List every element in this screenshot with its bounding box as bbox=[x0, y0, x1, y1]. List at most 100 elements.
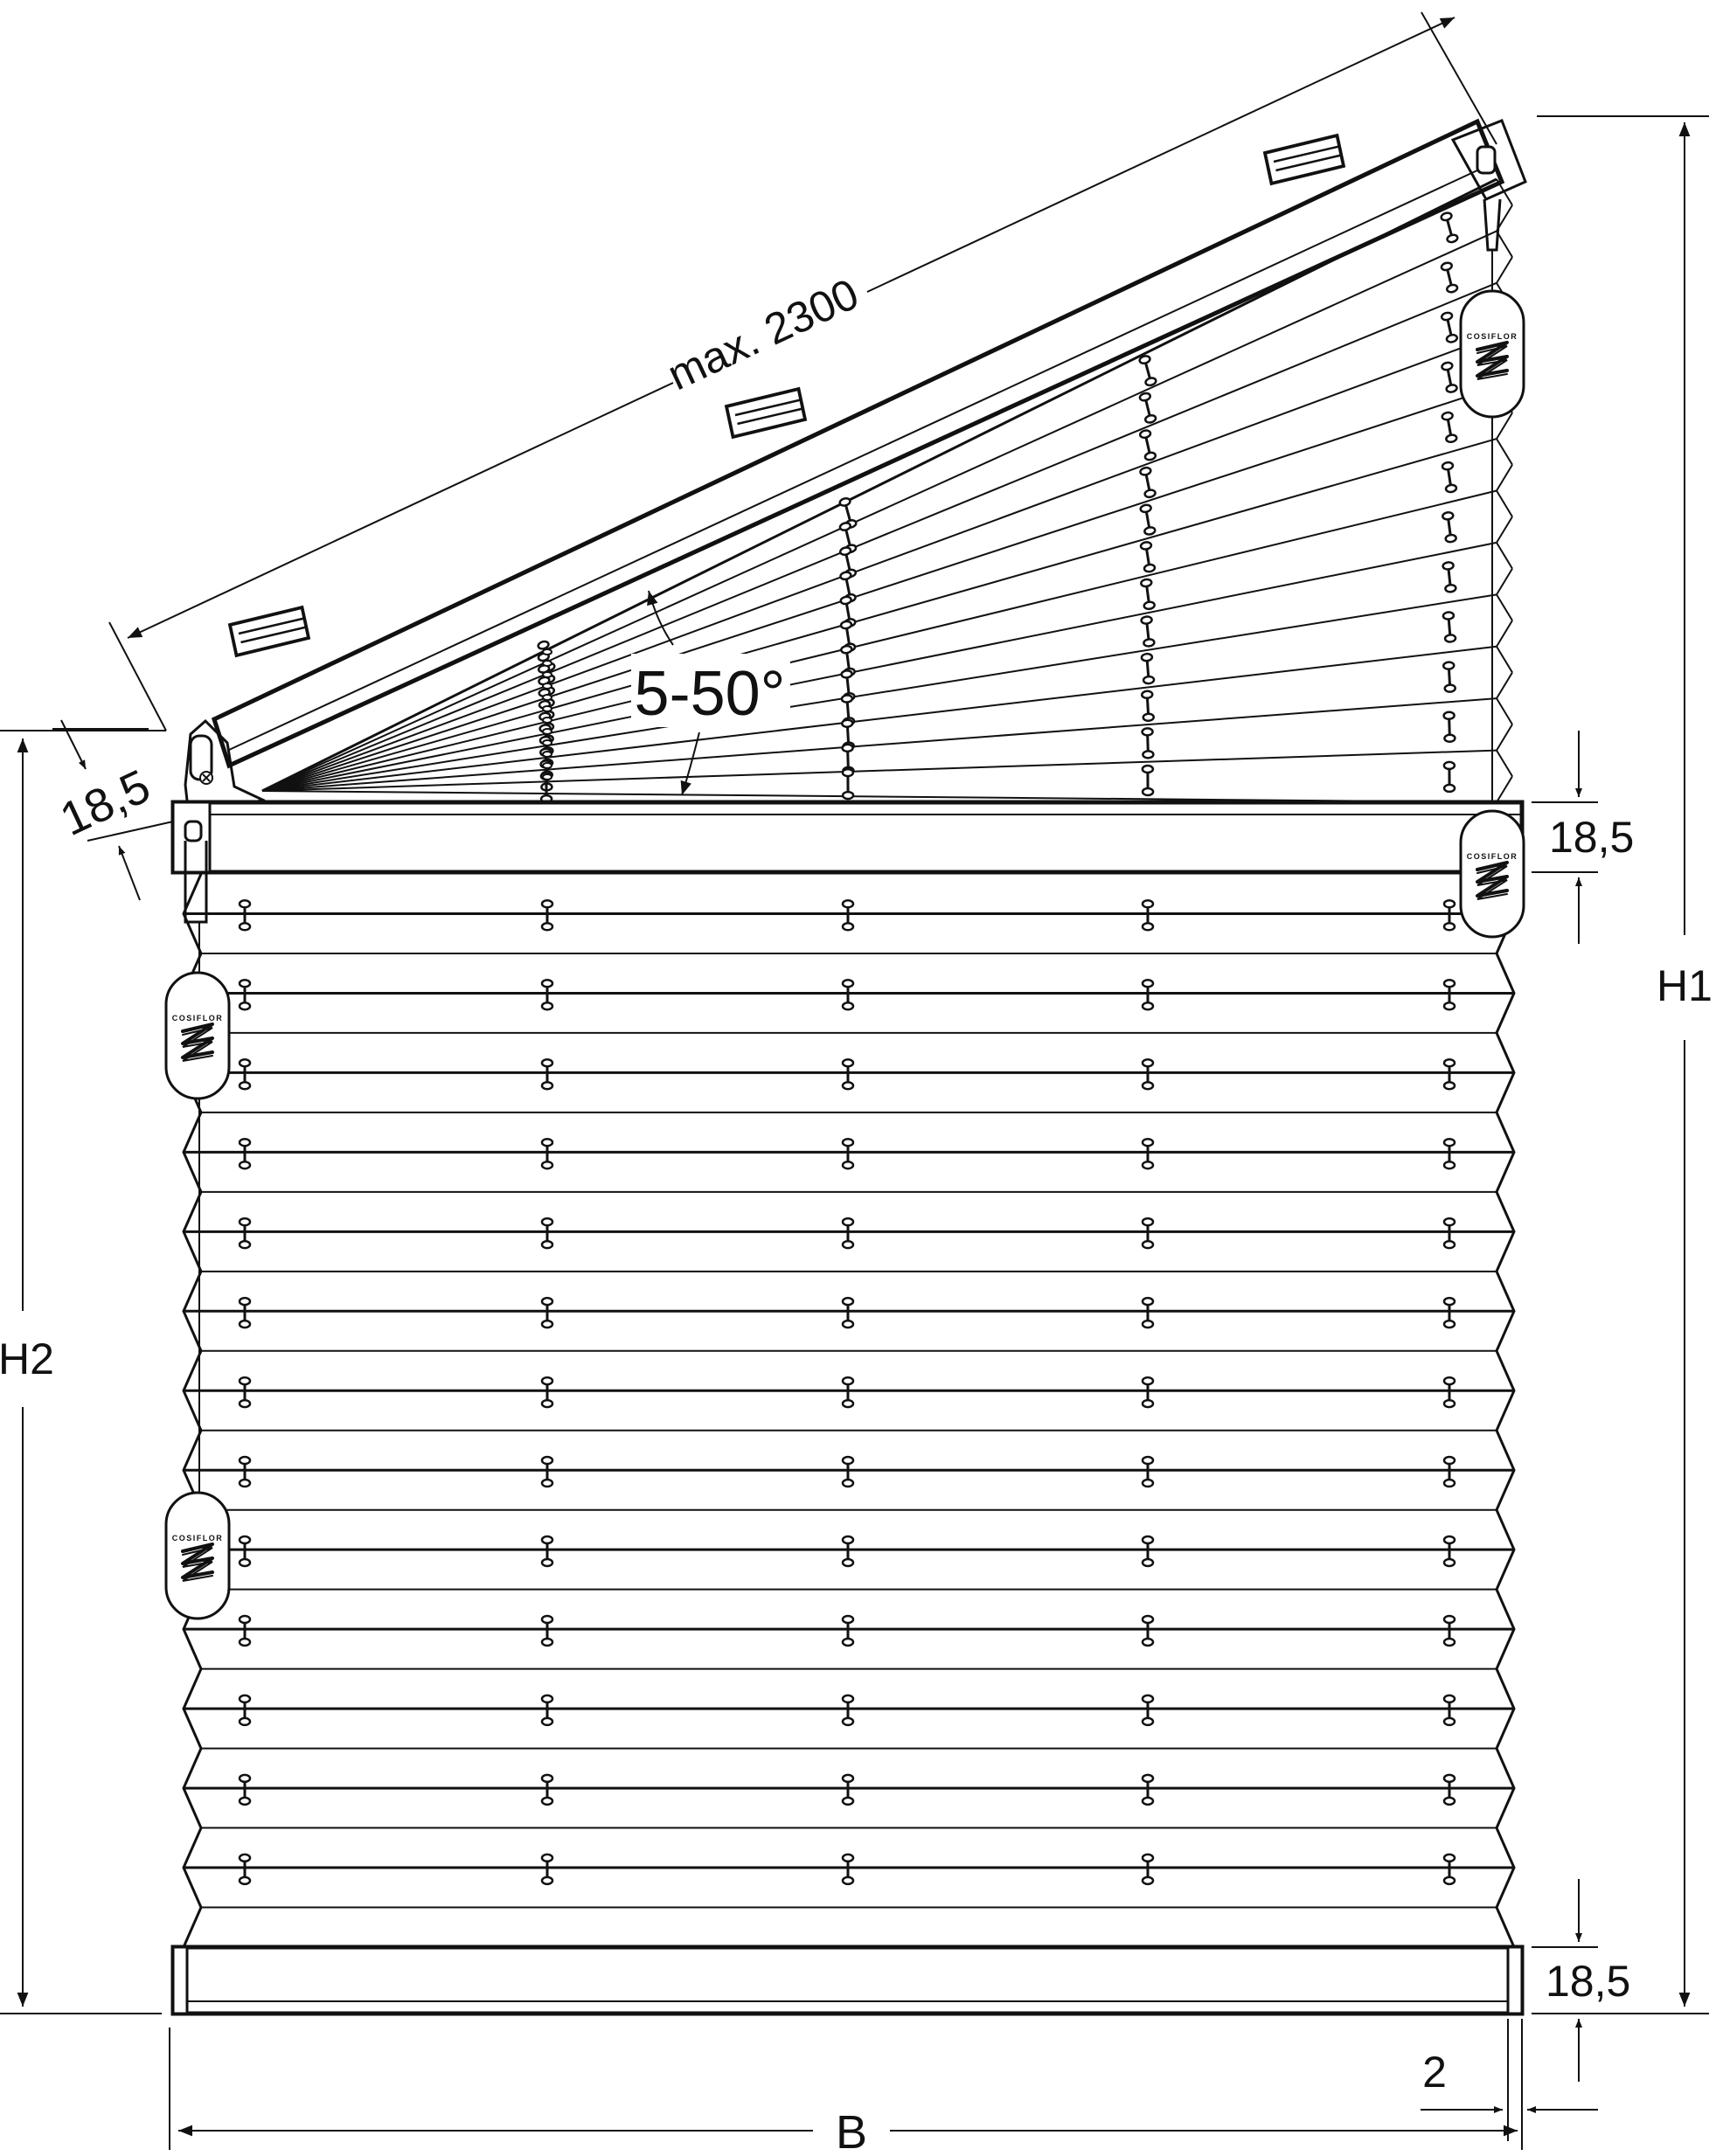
fan-pleat-line bbox=[261, 438, 1497, 792]
svg-text:COSIFLOR: COSIFLOR bbox=[172, 1014, 224, 1023]
cord-eyelet bbox=[841, 1057, 855, 1091]
cord-eyelet bbox=[1442, 1296, 1456, 1329]
cord-eyelet bbox=[1441, 411, 1458, 444]
cord-eyelet bbox=[540, 1137, 554, 1170]
cord-eyelet bbox=[841, 979, 855, 1011]
cord-eyelet bbox=[1141, 979, 1155, 1011]
dimension-angle: 5-50° bbox=[631, 590, 790, 796]
cord-eyelet bbox=[1141, 1535, 1155, 1568]
window-clip-icon bbox=[726, 389, 805, 437]
cord-eyelet bbox=[1139, 466, 1157, 499]
cord-eyelet bbox=[238, 1614, 252, 1647]
cord-eyelet bbox=[540, 1296, 554, 1329]
cord-eyelet bbox=[1442, 1137, 1456, 1170]
cord-eyelet bbox=[1440, 311, 1459, 343]
cord-eyelet bbox=[542, 694, 552, 701]
fan-pleat-edge bbox=[1496, 568, 1513, 595]
cord-eyelet bbox=[1442, 1057, 1456, 1091]
cord-eyelet bbox=[1141, 1853, 1155, 1886]
cord-eyelet bbox=[238, 1773, 252, 1806]
cord-eyelet bbox=[841, 1694, 855, 1727]
cord-eyelet bbox=[1442, 511, 1457, 544]
cord-eyelet bbox=[1138, 392, 1157, 424]
fan-pleat-edge bbox=[1496, 724, 1513, 752]
fan-pleat-edge bbox=[1496, 438, 1513, 466]
cord-eyelet bbox=[1442, 899, 1456, 932]
cord-eyelet bbox=[841, 1853, 855, 1886]
cord-eyelet bbox=[1442, 1694, 1456, 1727]
svg-text:18,5: 18,5 bbox=[1546, 1957, 1630, 2006]
cord-eyelet bbox=[841, 1376, 855, 1409]
cosiflor-logo-icon: COSIFLOR bbox=[1459, 289, 1525, 419]
cosiflor-logo-icon: COSIFLOR bbox=[164, 1491, 231, 1620]
cord-eyelet bbox=[238, 1137, 252, 1170]
cord-eyelet bbox=[238, 1455, 252, 1488]
svg-text:H1: H1 bbox=[1657, 961, 1713, 1010]
cord-eyelet bbox=[1141, 1296, 1155, 1329]
fan-pleat-line bbox=[261, 385, 1497, 792]
fan-pleat-line bbox=[261, 230, 1497, 792]
fan-pleat-line bbox=[261, 334, 1497, 792]
cord-eyelet bbox=[1139, 541, 1157, 573]
cord-eyelet bbox=[238, 899, 252, 932]
cord-eyelet bbox=[542, 739, 552, 746]
cord-eyelet bbox=[540, 1694, 554, 1727]
cord-eyelet bbox=[1440, 211, 1459, 244]
cord-eyelet bbox=[1141, 1455, 1155, 1488]
cord-eyelet bbox=[1441, 461, 1458, 494]
cord-eyelet bbox=[1140, 615, 1156, 648]
cord-eyelet bbox=[841, 1773, 855, 1806]
cord-eyelet bbox=[841, 1137, 855, 1170]
fan-pleat-edge bbox=[1496, 516, 1513, 544]
fan-pleat-line bbox=[261, 593, 1497, 792]
cord-eyelet bbox=[1441, 361, 1458, 393]
fan-pleat-edge bbox=[1496, 178, 1513, 206]
cord-eyelet bbox=[1442, 1773, 1456, 1806]
fan-pleat-edge bbox=[1496, 205, 1513, 232]
cord-eyelet bbox=[542, 728, 552, 735]
cord-eyelet bbox=[1442, 979, 1456, 1011]
cord-eyelet bbox=[238, 1296, 252, 1329]
cord-eyelet bbox=[542, 762, 552, 769]
cord-eyelet bbox=[540, 1057, 554, 1091]
cord-eyelet bbox=[1141, 1057, 1155, 1091]
cord-eyelet bbox=[1140, 578, 1156, 611]
cord-eyelet bbox=[238, 1853, 252, 1886]
cord-eyelet bbox=[1141, 1376, 1155, 1409]
cord-eyelet bbox=[542, 660, 552, 667]
cord-eyelet bbox=[841, 1296, 855, 1329]
cord-eyelet bbox=[1442, 561, 1457, 593]
cord-eyelet bbox=[1442, 1535, 1456, 1568]
cord-eyelet bbox=[542, 773, 552, 780]
fan-pleat-edge bbox=[1496, 256, 1513, 284]
svg-text:2: 2 bbox=[1422, 2048, 1447, 2097]
cord-eyelet bbox=[1442, 1853, 1456, 1886]
cord-eyelet bbox=[1141, 1137, 1155, 1170]
cord-eyelet bbox=[238, 1057, 252, 1091]
cosiflor-logo-icon: COSIFLOR bbox=[164, 971, 231, 1100]
svg-text:COSIFLOR: COSIFLOR bbox=[172, 1534, 224, 1542]
cord-eyelet bbox=[841, 1535, 855, 1568]
fan-pleat-edge bbox=[1496, 671, 1513, 699]
cord-eyelet bbox=[542, 648, 552, 655]
svg-text:COSIFLOR: COSIFLOR bbox=[1467, 852, 1518, 861]
fabric-right-edge bbox=[1495, 873, 1517, 1949]
cord-eyelet bbox=[1138, 429, 1157, 461]
cord-eyelet bbox=[1442, 1614, 1456, 1647]
upper-sloped-rail bbox=[211, 118, 1527, 769]
cord-eyelet bbox=[1141, 1773, 1155, 1806]
svg-text:18,5: 18,5 bbox=[52, 759, 158, 846]
cord-eyelet bbox=[841, 899, 855, 932]
middle-rail bbox=[170, 800, 1525, 924]
dimension-rail-side-left: 18,5 bbox=[52, 719, 174, 901]
dimension-rail-top-right: 18,5 bbox=[1532, 731, 1634, 944]
fan-pleat-line bbox=[261, 177, 1497, 793]
lower-pleats bbox=[181, 873, 1517, 1949]
cord-eyelet bbox=[1442, 1376, 1456, 1409]
cord-eyelet bbox=[540, 1614, 554, 1647]
cord-eyelet bbox=[238, 1535, 252, 1568]
cosiflor-logo-icon: COSIFLOR bbox=[1459, 809, 1525, 939]
cord-eyelet bbox=[238, 979, 252, 1011]
cord-eyelet bbox=[1141, 690, 1155, 722]
cord-eyelet bbox=[1141, 727, 1155, 759]
